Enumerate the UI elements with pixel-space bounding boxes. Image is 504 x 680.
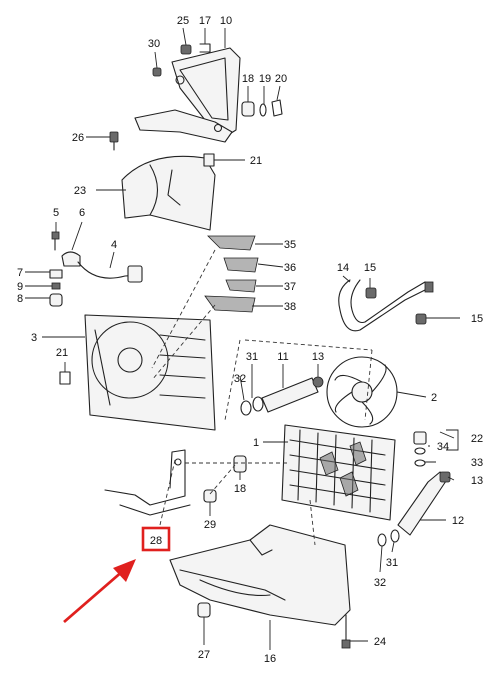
callout-25: 25 xyxy=(177,15,189,27)
callout-11: 11 xyxy=(277,351,288,363)
fan-shroud-part xyxy=(84,314,216,431)
callout-19: 19 xyxy=(259,73,271,85)
callout-35: 35 xyxy=(284,239,296,251)
callout-34: 34 xyxy=(437,441,449,453)
air-duct-part xyxy=(169,524,351,626)
callout-20: 20 xyxy=(275,73,287,85)
grommet-part-18-top xyxy=(241,101,255,117)
callout-18-lower: 18 xyxy=(234,483,246,495)
clip-part-21-top xyxy=(203,153,215,167)
clamp-part-15-top xyxy=(365,287,377,299)
callout-1: 1 xyxy=(253,437,259,449)
callout-37: 37 xyxy=(284,281,296,293)
callout-6: 6 xyxy=(79,207,85,219)
highlight-box xyxy=(141,526,171,552)
callout-13-right: 13 xyxy=(471,475,483,487)
callout-26: 26 xyxy=(72,132,84,144)
ring-part-19 xyxy=(259,103,267,117)
clip-part-17 xyxy=(199,43,211,53)
bolt-part-26 xyxy=(109,131,119,151)
bolt-part-24 xyxy=(341,614,351,649)
highlight-arrow xyxy=(63,559,136,624)
callout-5: 5 xyxy=(53,207,59,219)
callout-16: 16 xyxy=(264,653,276,665)
nut-part-25 xyxy=(180,44,192,55)
callout-29: 29 xyxy=(204,519,216,531)
callout-2: 2 xyxy=(431,392,437,404)
hose-part-11 xyxy=(261,377,319,413)
foam-pad-part-35 xyxy=(207,235,256,251)
fan-part xyxy=(326,356,398,428)
sensor-cable-part-4 xyxy=(77,261,143,283)
radiator-part xyxy=(281,424,396,521)
ring-parts-31-32-right xyxy=(377,529,400,547)
cap-part-22-34 xyxy=(413,431,427,467)
lower-bracket-part xyxy=(104,449,191,516)
screw-part-30 xyxy=(152,67,162,77)
clip-part-21-left xyxy=(59,371,71,385)
foam-pad-part-36 xyxy=(223,257,259,273)
callout-17: 17 xyxy=(199,15,211,27)
foam-pad-part-37 xyxy=(225,279,257,293)
foam-pad-part-38 xyxy=(204,295,256,313)
callout-7: 7 xyxy=(17,267,23,279)
callout-14: 14 xyxy=(337,262,349,274)
callout-4: 4 xyxy=(111,239,117,251)
callout-8: 8 xyxy=(17,293,23,305)
clamp-part-6 xyxy=(61,251,81,267)
hose-part-14 xyxy=(338,279,434,332)
air-deflector-part xyxy=(121,155,216,231)
sensor-parts-7-8-9 xyxy=(49,269,63,307)
callout-33: 33 xyxy=(471,457,483,469)
hose-part-12 xyxy=(397,471,451,536)
callout-10: 10 xyxy=(220,15,232,27)
grommet-part-27 xyxy=(197,602,211,618)
callout-21-left: 21 xyxy=(56,347,68,359)
callout-36: 36 xyxy=(284,262,296,274)
callout-24: 24 xyxy=(374,636,386,648)
callout-22: 22 xyxy=(471,433,483,445)
callout-28: 28 xyxy=(150,535,162,547)
callout-9: 9 xyxy=(17,281,23,293)
callout-15-right: 15 xyxy=(471,313,483,325)
callout-18-top: 18 xyxy=(242,73,254,85)
callout-23: 23 xyxy=(74,185,86,197)
callout-38: 38 xyxy=(284,301,296,313)
callout-32-right: 32 xyxy=(374,577,386,589)
callout-30: 30 xyxy=(148,38,160,50)
callout-13-left: 13 xyxy=(312,351,324,363)
clamp-part-15-right xyxy=(415,313,427,325)
callout-21-top: 21 xyxy=(250,155,262,167)
bracket-part-20 xyxy=(271,99,283,117)
grommet-part-18-lower xyxy=(233,455,247,473)
grommet-part-29 xyxy=(203,489,217,503)
callout-31-left: 31 xyxy=(246,351,258,363)
ring-part-32-left xyxy=(240,400,252,416)
callout-32-left: 32 xyxy=(234,373,246,385)
callout-3: 3 xyxy=(31,332,37,344)
upper-bracket-part xyxy=(134,47,241,143)
callout-12: 12 xyxy=(452,515,464,527)
clamp-part-13-left xyxy=(312,376,324,388)
callout-27: 27 xyxy=(198,649,210,661)
screw-part-5 xyxy=(51,231,60,251)
callout-15-top: 15 xyxy=(364,262,376,274)
callout-31-right: 31 xyxy=(386,557,398,569)
ring-part-31-left xyxy=(252,396,264,412)
